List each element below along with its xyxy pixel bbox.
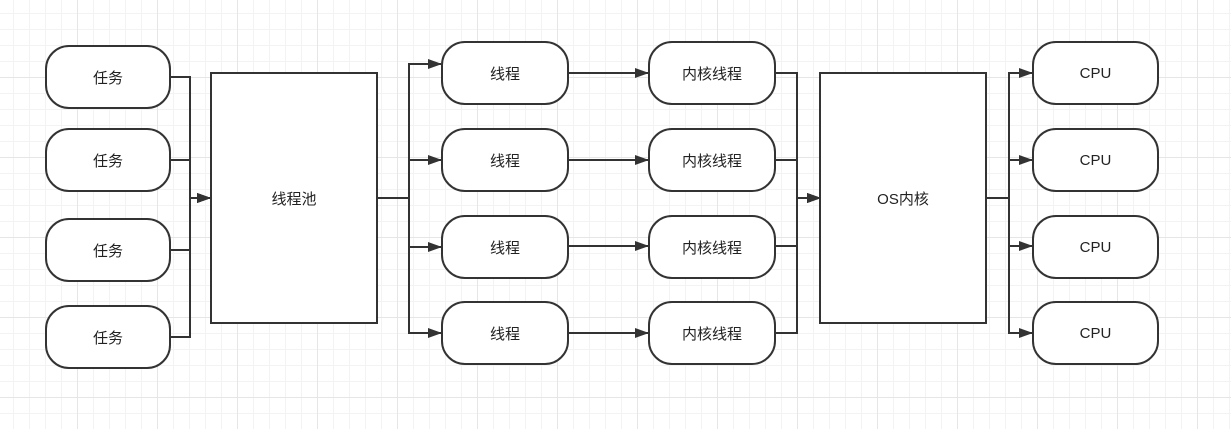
connector-task-2-to-pool bbox=[170, 159, 211, 203]
task-label: 任务 bbox=[92, 152, 123, 170]
os-kernel-node[interactable]: OS内核 bbox=[819, 72, 987, 324]
connector-kernel-thread-2-to-os bbox=[775, 159, 821, 203]
thread-label: 线程 bbox=[489, 325, 520, 343]
cpu-label: CPU bbox=[1079, 324, 1112, 342]
task-label: 任务 bbox=[92, 242, 123, 260]
connector-task-4-to-pool bbox=[170, 193, 211, 338]
thread-node-1[interactable]: 线程 bbox=[441, 41, 569, 105]
cpu-label: CPU bbox=[1079, 64, 1112, 82]
thread-node-2[interactable]: 线程 bbox=[441, 128, 569, 192]
connector-os-to-cpu-4 bbox=[986, 197, 1033, 338]
thread-pool-node[interactable]: 线程池 bbox=[210, 72, 378, 324]
task-label: 任务 bbox=[92, 69, 123, 87]
kernel-thread-label: 内核线程 bbox=[681, 325, 742, 343]
task-node-2[interactable]: 任务 bbox=[45, 128, 171, 192]
task-label: 任务 bbox=[92, 329, 123, 347]
cpu-label: CPU bbox=[1079, 151, 1112, 169]
thread-node-3[interactable]: 线程 bbox=[441, 215, 569, 279]
connector-pool-to-thread-2 bbox=[377, 155, 442, 199]
thread-pool-label: 线程池 bbox=[271, 190, 317, 208]
kernel-thread-label: 内核线程 bbox=[681, 152, 742, 170]
connector-kernel-thread-4-to-os bbox=[775, 193, 821, 334]
task-node-1[interactable]: 任务 bbox=[45, 45, 171, 109]
kernel-thread-node-2[interactable]: 内核线程 bbox=[648, 128, 776, 192]
cpu-node-1[interactable]: CPU bbox=[1032, 41, 1159, 105]
kernel-thread-label: 内核线程 bbox=[681, 239, 742, 257]
cpu-label: CPU bbox=[1079, 238, 1112, 256]
connector-pool-to-thread-4 bbox=[377, 197, 442, 338]
os-kernel-label: OS内核 bbox=[877, 190, 929, 208]
thread-label: 线程 bbox=[489, 239, 520, 257]
kernel-thread-label: 内核线程 bbox=[681, 65, 742, 83]
cpu-node-4[interactable]: CPU bbox=[1032, 301, 1159, 365]
cpu-node-3[interactable]: CPU bbox=[1032, 215, 1159, 279]
cpu-node-2[interactable]: CPU bbox=[1032, 128, 1159, 192]
kernel-thread-node-4[interactable]: 内核线程 bbox=[648, 301, 776, 365]
task-node-4[interactable]: 任务 bbox=[45, 305, 171, 369]
thread-label: 线程 bbox=[489, 65, 520, 83]
kernel-thread-node-3[interactable]: 内核线程 bbox=[648, 215, 776, 279]
thread-label: 线程 bbox=[489, 152, 520, 170]
thread-node-4[interactable]: 线程 bbox=[441, 301, 569, 365]
task-node-3[interactable]: 任务 bbox=[45, 218, 171, 282]
connector-os-to-cpu-2 bbox=[986, 155, 1033, 199]
kernel-thread-node-1[interactable]: 内核线程 bbox=[648, 41, 776, 105]
